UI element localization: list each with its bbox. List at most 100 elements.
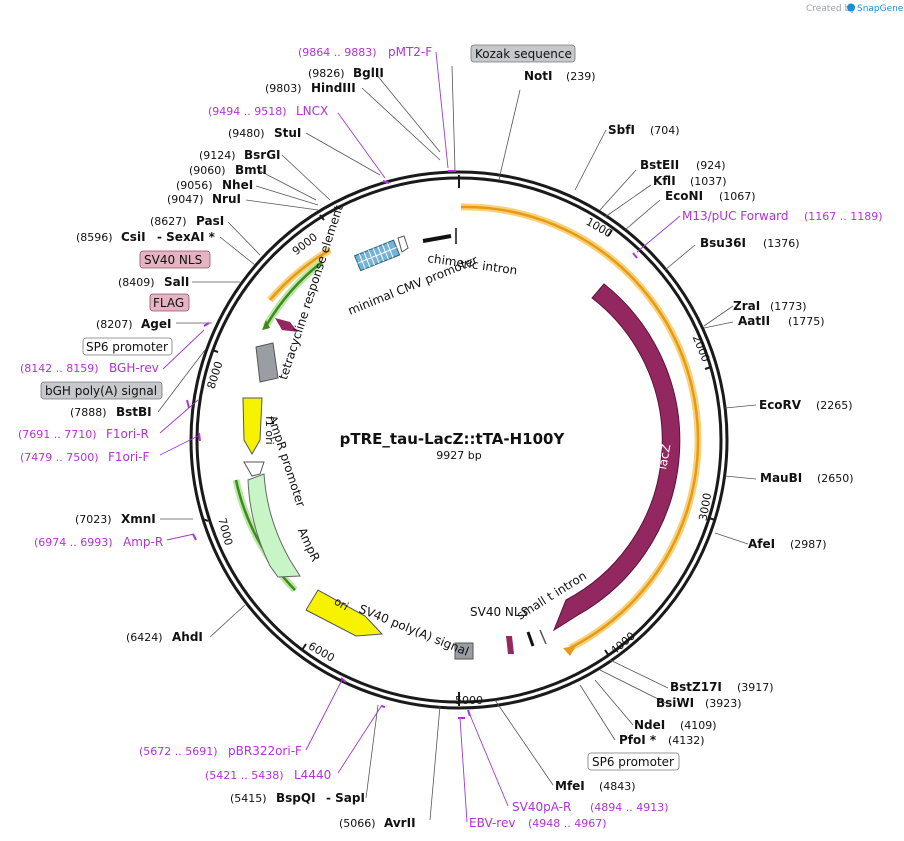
bgh-polya-label[interactable]: bGH poly(A) signal <box>45 384 157 398</box>
enzyme-bstBI[interactable]: BstBI <box>116 405 152 419</box>
flag-box <box>149 293 190 312</box>
enzyme-ndeI-pos: (4109) <box>680 719 717 732</box>
ampr-promoter-arrow <box>243 461 265 477</box>
enzyme-ahdI[interactable]: AhdI <box>172 630 203 644</box>
sv40-nls-feature <box>275 318 298 332</box>
plasmid-length: 9927 bp <box>436 449 481 462</box>
enzyme-mauBI-pos: (2650) <box>817 472 854 485</box>
sv40-nls-small-arrow <box>506 636 514 654</box>
enzyme-bsu36I[interactable]: Bsu36I <box>700 236 746 250</box>
enzyme-nheI[interactable]: NheI <box>222 178 253 192</box>
primer-markers <box>186 170 638 719</box>
enzyme-bstZ17I-pos: (3917) <box>737 681 774 694</box>
enzyme-notI[interactable]: NotI <box>524 69 553 83</box>
enzyme-bmtI[interactable]: BmtI <box>235 163 267 177</box>
primer-ebv-rev[interactable]: EBV-rev <box>469 816 515 830</box>
orf-arc-nls <box>269 248 331 301</box>
enzyme-nruI[interactable]: NruI <box>212 192 241 206</box>
primer-bgh-rev[interactable]: BGH-rev <box>109 361 159 375</box>
enzyme-pasI-pos: (8627) <box>150 215 187 228</box>
primer-lncx-range: (9494 .. 9518) <box>208 105 287 118</box>
primer-m13-range: (1167 .. 1189) <box>804 210 883 223</box>
ori-arrow <box>305 589 384 637</box>
enzyme-bsrGI[interactable]: BsrGI <box>244 148 281 162</box>
enzyme-bglII[interactable]: BglII <box>353 66 384 80</box>
flag-label[interactable]: FLAG <box>153 296 184 310</box>
enzyme-sbfI[interactable]: SbfI <box>608 123 635 137</box>
cmv-promoter-arrow <box>397 235 409 253</box>
enzyme-sexAI[interactable]: - SexAI * <box>157 230 216 244</box>
ampr-arrow <box>247 473 301 578</box>
enzyme-mauBI[interactable]: MauBI <box>760 471 802 485</box>
lacz-label: lacZ <box>655 443 673 471</box>
enzyme-mfeI[interactable]: MfeI <box>555 779 585 793</box>
enzyme-nruI-pos: (9047) <box>167 193 204 206</box>
enzyme-xmnI-pos: (7023) <box>75 513 112 526</box>
enzyme-mfeI-pos: (4843) <box>599 780 636 793</box>
lacz-arrow <box>552 283 681 632</box>
enzyme-ecoRV-pos: (2265) <box>816 399 853 412</box>
primer-m13-puc-forward[interactable]: M13/pUC Forward <box>682 209 789 223</box>
enzyme-ageI[interactable]: AgeI <box>141 317 171 331</box>
enzyme-bsiWI-pos: (3923) <box>705 697 742 710</box>
enzyme-afeI[interactable]: AfeI <box>748 537 775 551</box>
primer-sv40pa-r[interactable]: SV40pA-R <box>512 800 571 814</box>
enzyme-bspQI[interactable]: BspQI <box>276 791 316 805</box>
enzyme-sbfI-pos: (704) <box>650 124 680 137</box>
enzyme-zraI[interactable]: ZraI <box>733 299 760 313</box>
enzyme-pasI[interactable]: PasI <box>196 214 224 228</box>
enzyme-notI-pos: (239) <box>566 70 596 83</box>
sp6-promoter-label-left[interactable]: SP6 promoter <box>86 340 168 354</box>
primer-pmt2f-range: (9864 .. 9883) <box>298 46 377 59</box>
enzyme-pfoI[interactable]: PfoI * <box>619 733 657 747</box>
primer-amp-r[interactable]: Amp-R <box>123 535 163 549</box>
chimeric-intron-bar <box>422 234 452 243</box>
primer-amp-r-range: (6974 .. 6993) <box>34 536 113 549</box>
primer-f1ori-r[interactable]: F1ori-R <box>106 427 149 441</box>
primer-pmt2f[interactable]: pMT2-F <box>388 45 432 59</box>
sv40-nls-boxlabel[interactable]: SV40 NLS <box>144 253 202 267</box>
ampr-label: AmpR <box>295 525 323 563</box>
enzyme-sapI[interactable]: - SapI <box>326 791 365 805</box>
kozak-label[interactable]: Kozak sequence <box>475 47 572 61</box>
bgh-polya-box <box>255 342 279 383</box>
tick-label-2000: 2000 <box>690 333 713 364</box>
enzyme-bsteII-pos: (924) <box>696 159 726 172</box>
enzyme-aatII[interactable]: AatII <box>738 314 770 328</box>
enzyme-stuI-pos: (9480) <box>228 127 265 140</box>
primer-l4440[interactable]: L4440 <box>294 768 331 782</box>
orf-arc-flag-head <box>262 320 270 330</box>
enzyme-nheI-pos: (9056) <box>176 179 213 192</box>
kozak-box <box>470 44 576 63</box>
enzyme-hindIII[interactable]: HindIII <box>311 81 356 95</box>
ampr-promoter-label: AmpR promoter <box>265 414 308 509</box>
sv40-polya-box <box>454 642 474 660</box>
primer-bgh-rev-range: (8142 .. 8159) <box>20 362 99 375</box>
enzyme-xmnI[interactable]: XmnI <box>121 512 156 526</box>
orf-arc-lacz-head <box>563 646 576 656</box>
enzyme-leaders <box>157 65 757 821</box>
enzyme-bstZ17I[interactable]: BstZ17I <box>670 680 722 694</box>
plasmid-name: pTRE_tau-LacZ::tTA-H100Y <box>340 430 566 448</box>
enzyme-kflI[interactable]: KflI <box>653 174 676 188</box>
enzyme-ecoNI[interactable]: EcoNI <box>665 189 703 203</box>
primer-lncx[interactable]: LNCX <box>296 104 328 118</box>
enzyme-stuI[interactable]: StuI <box>274 126 301 140</box>
sp6-promoter-label-bottom[interactable]: SP6 promoter <box>592 755 674 769</box>
enzyme-kflI-pos: (1037) <box>690 175 727 188</box>
enzyme-avrII-pos: (5066) <box>339 817 376 830</box>
enzyme-bsteII[interactable]: BstEII <box>640 158 679 172</box>
primer-pbr322ori-f[interactable]: pBR322ori-F <box>228 744 302 758</box>
enzyme-salI-pos: (8409) <box>118 276 155 289</box>
primer-f1ori-f[interactable]: F1ori-F <box>108 450 149 464</box>
enzyme-bsiWI[interactable]: BsiWI <box>656 696 694 710</box>
primer-f1ori-f-range: (7479 .. 7500) <box>20 451 99 464</box>
enzyme-pfoI-pos: (4132) <box>668 734 705 747</box>
enzyme-salI[interactable]: SalI <box>164 275 189 289</box>
bgh-polya-label-box <box>40 381 163 400</box>
enzyme-ecoRV[interactable]: EcoRV <box>759 398 802 412</box>
sp6-promoter-box-bottom <box>587 752 680 771</box>
enzyme-avrII[interactable]: AvrII <box>384 816 416 830</box>
enzyme-csiI[interactable]: CsiI <box>121 230 146 244</box>
enzyme-ndeI[interactable]: NdeI <box>634 718 665 732</box>
